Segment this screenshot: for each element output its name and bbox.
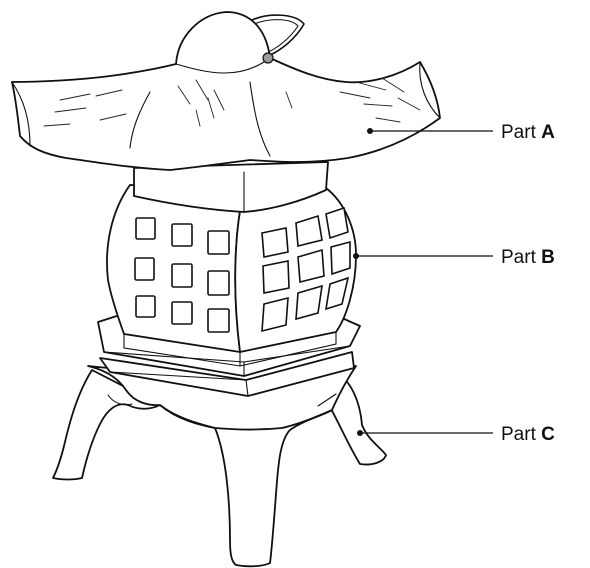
label-part-c: Part C [501,424,555,445]
label-part-b-letter: B [541,247,555,268]
label-part-a: Part A [501,122,555,143]
lantern-legs [52,365,387,568]
lantern-roof [11,11,441,171]
roof-knob [262,52,274,64]
label-part-c-prefix: Part [501,424,541,445]
leader-dot-c [357,430,363,436]
leader-dot-a [367,128,373,134]
label-part-a-letter: A [541,122,555,143]
leader-lines [353,128,493,436]
label-part-b: Part B [501,247,555,268]
label-part-b-prefix: Part [501,247,541,268]
lantern-body [106,161,357,367]
label-part-c-letter: C [541,424,555,445]
label-part-a-prefix: Part [501,122,541,143]
leader-dot-b [353,253,359,259]
